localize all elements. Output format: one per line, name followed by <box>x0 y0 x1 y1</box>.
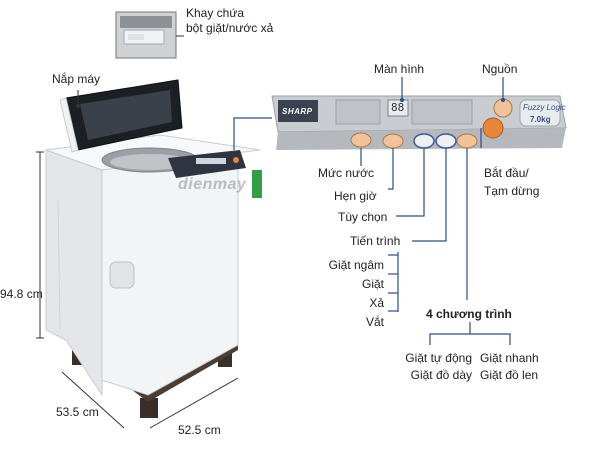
machine-foot-front <box>140 398 158 418</box>
programs-title: 4 chương trình <box>426 307 512 321</box>
program-auto: Giặt tự động <box>405 351 472 365</box>
start-pause-label: Bắt đầu/ Tạm dừng <box>484 164 539 200</box>
timer-label: Hẹn giờ <box>334 189 377 203</box>
stage-rinse: Xả <box>369 296 384 310</box>
timer-button <box>382 133 404 149</box>
panel-brand-strip <box>278 100 318 122</box>
programs-left: Giặt tự động Giặt đồ dày <box>402 350 472 384</box>
width-line <box>149 377 239 429</box>
machine-start-knob <box>233 157 239 163</box>
tray-label-line-1: Khay chứa <box>186 6 245 20</box>
watermark: dienmay <box>178 176 247 193</box>
stage-wash: Giặt <box>361 277 384 291</box>
power-dot <box>501 98 505 102</box>
stage-soak: Giặt ngâm <box>328 258 384 272</box>
screen-dot <box>400 98 404 102</box>
dimension-lines <box>36 151 239 429</box>
program-wool: Giặt đồ len <box>480 368 539 382</box>
start-pause-button <box>482 117 504 139</box>
start-pause-line-1: Bắt đầu/ <box>484 166 529 180</box>
progress-label: Tiến trình <box>350 234 401 248</box>
indicator-table-left <box>335 99 381 125</box>
panel-display <box>387 99 409 117</box>
side-handle <box>109 261 135 289</box>
side-panel-line <box>57 199 61 331</box>
panel-display-digits: 88 <box>391 101 405 114</box>
width-dimension: 52.5 cm <box>178 423 221 437</box>
tray-inset-top <box>120 16 172 28</box>
panel-callout-line <box>233 117 272 150</box>
tray-slot <box>128 34 144 40</box>
lid-label: Nắp máy <box>52 72 101 86</box>
start-pause-line-2: Tạm dừng <box>484 184 540 198</box>
power-label: Nguồn <box>482 62 518 76</box>
tray-inset <box>115 11 177 59</box>
panel-brand: SHARP <box>282 107 313 116</box>
energy-label <box>252 170 262 198</box>
program-quick: Giặt nhanh <box>480 351 539 365</box>
panel-capacity: 7.0kg <box>530 115 551 124</box>
washing-machine <box>45 79 262 418</box>
program-heavy: Giặt đồ dày <box>410 368 472 382</box>
lid-frame <box>59 97 79 153</box>
control-leaders <box>360 77 511 345</box>
option-button <box>413 133 435 149</box>
programs-bracket <box>429 333 511 345</box>
tray-label-line-2: bột giặt/nước xả <box>186 21 274 35</box>
depth-dimension: 53.5 cm <box>56 405 99 419</box>
fuzzy-logic-badge <box>519 99 561 127</box>
lid-leader-dot <box>76 104 80 108</box>
progress-leader <box>412 148 447 242</box>
screen-label: Màn hình <box>374 62 425 76</box>
option-leader <box>396 148 425 217</box>
panel-fuzzy-text: Fuzzy Logic <box>523 103 566 112</box>
lid-glass <box>80 90 172 140</box>
machine-base <box>66 332 238 402</box>
water-level-label: Mức nước <box>318 166 374 180</box>
stages-list: Giặt ngâm Giặt Xả Vắt <box>318 256 384 332</box>
programs-right: Giặt nhanh Giặt đồ len <box>480 350 539 384</box>
tray-label: Khay chứa bột giặt/nước xả <box>186 6 273 36</box>
program-button <box>456 133 478 149</box>
indicator-table-right <box>411 99 473 125</box>
depth-line <box>61 371 125 429</box>
timer-leader <box>388 148 394 190</box>
water-level-button <box>350 132 372 148</box>
height-dimension: 94.8 cm <box>0 287 43 301</box>
progress-button <box>435 133 457 149</box>
control-panel <box>271 95 567 150</box>
machine-control-display <box>196 158 226 164</box>
stage-spin: Vắt <box>365 315 384 329</box>
option-label: Tùy chọn <box>338 210 388 224</box>
